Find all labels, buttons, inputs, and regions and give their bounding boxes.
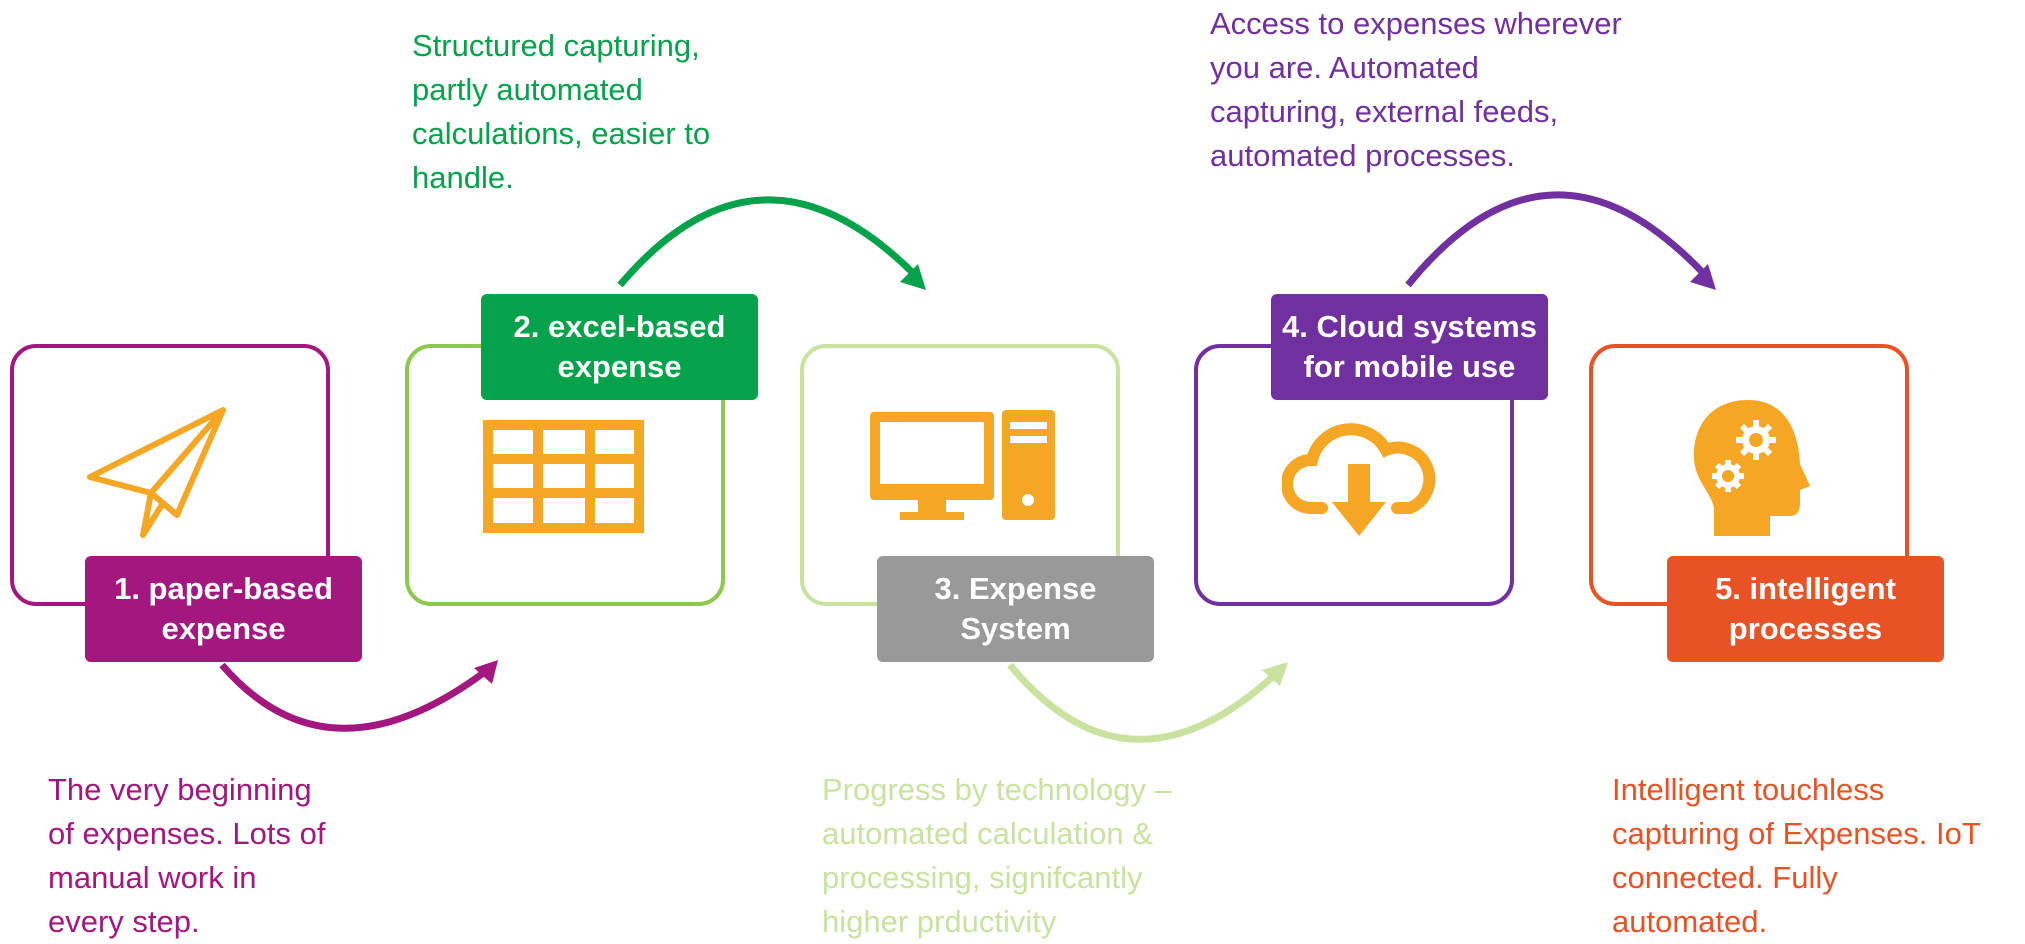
stage4-description: Access to expenses wherever you are. Aut… [1210,6,1622,173]
arrow-stage3-to-stage4 [1007,662,1281,743]
stage2-description: Structured capturing, partly automated c… [412,28,711,195]
desktop-computer-icon [870,410,1055,520]
arrow-stage4-head [1690,264,1716,290]
arrow-stage2-to-stage3 [617,196,918,288]
stage5-description: Intelligent touchless capturing of Expen… [1612,772,1981,939]
arrow-stage1-head [474,660,498,684]
arrow-stage3-head [1262,662,1288,686]
stage3-label: 3. Expense System [877,556,1154,662]
cloud-download-icon [1282,423,1436,536]
head-gears-icon [1693,400,1810,536]
stage1-label: 1. paper-based expense [85,556,362,662]
arrow-stage1-to-stage2 [219,662,493,732]
stage1-description: The very beginning of expenses. Lots of … [48,772,326,939]
spreadsheet-grid-icon [483,420,644,533]
paper-plane-icon [87,407,226,538]
stage5-label: 5. intelligent processes [1667,556,1944,662]
arrow-stage2-head [900,264,926,290]
stage2-label: 2. excel-based expense [481,294,758,400]
stage3-description: Progress by technology – automated calcu… [822,772,1172,939]
arrow-stage4-to-stage5 [1405,191,1708,288]
stage4-label: 4. Cloud systems for mobile use [1271,294,1548,400]
